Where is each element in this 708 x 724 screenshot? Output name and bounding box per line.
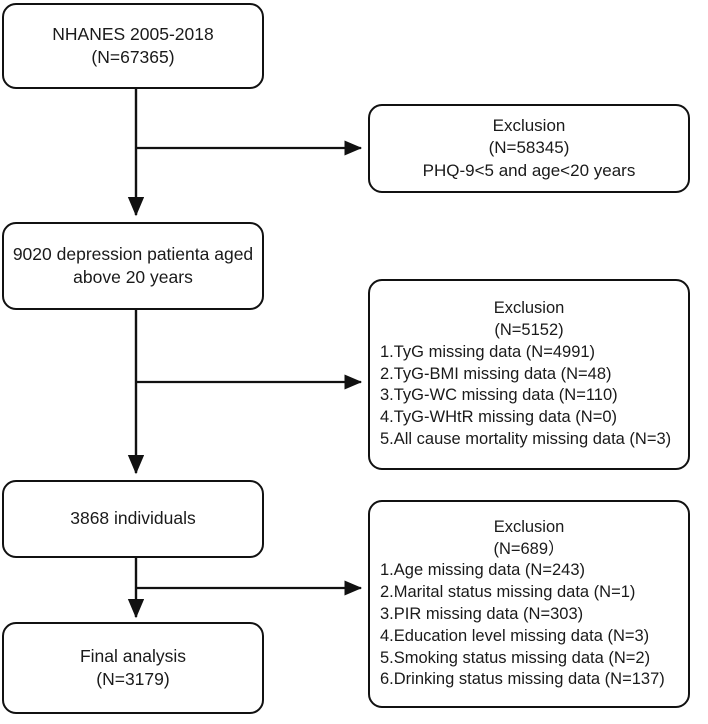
exclusion-2-count: (N=5152) xyxy=(494,321,564,340)
exclusion-3-title: Exclusion xyxy=(493,517,565,536)
exclusion-3-item: 5.Smoking status missing data (N=2) xyxy=(380,648,651,667)
final-analysis-line-2: (N=3179) xyxy=(96,669,170,689)
final-analysis-line-1: Final analysis xyxy=(79,645,187,666)
source-cohort-line-1: NHANES 2005-2018 xyxy=(52,23,214,44)
exclusion-3-count: (N=689） xyxy=(493,539,565,558)
exclusion-1-title: Exclusion xyxy=(492,115,566,135)
individuals-cohort-box[interactable]: 3868 individuals xyxy=(2,480,264,558)
exclusion-3-item: 3.PIR missing data (N=303) xyxy=(380,605,584,623)
exclusion-3-item: 2.Marital status missing data (N=1) xyxy=(380,583,636,602)
exclusion-1-count: (N=58345) xyxy=(488,138,570,158)
exclusion-2-item: 4.TyG-WHtR missing data (N=0) xyxy=(380,408,618,427)
exclusion-2-title: Exclusion xyxy=(493,299,565,318)
depression-cohort-line-1: 9020 depression patienta aged xyxy=(12,243,254,264)
exclusion-step-3-box[interactable]: Exclusion (N=689） 1.Age missing data (N=… xyxy=(368,500,690,708)
exclusion-step-2-box[interactable]: Exclusion (N=5152) 1.TyG missing data (N… xyxy=(368,279,690,470)
exclusion-3-item: 4.Education level missing data (N=3) xyxy=(380,626,650,645)
source-cohort-box[interactable]: NHANES 2005-2018 (N=67365) xyxy=(2,3,264,89)
final-analysis-box[interactable]: Final analysis (N=3179) xyxy=(2,622,264,714)
exclusion-3-item: 6.Drinking status missing data (N=137) xyxy=(380,670,665,689)
exclusion-2-item: 5.All cause mortality missing data (N=3) xyxy=(380,429,672,448)
exclusion-2-item: 2.TyG-BMI missing data (N=48) xyxy=(380,364,612,383)
exclusion-1-criteria: PHQ-9<5 and age<20 years xyxy=(422,160,636,180)
depression-cohort-line-2: above 20 years xyxy=(73,267,193,287)
source-cohort-line-2: (N=67365) xyxy=(91,47,175,67)
exclusion-step-1-box[interactable]: Exclusion (N=58345) PHQ-9<5 and age<20 y… xyxy=(368,104,690,193)
depression-cohort-box[interactable]: 9020 depression patienta aged above 20 y… xyxy=(2,222,264,310)
individuals-cohort-line-1: 3868 individuals xyxy=(70,508,196,529)
exclusion-2-item: 3.TyG-WC missing data (N=110) xyxy=(380,386,618,405)
exclusion-2-item: 1.TyG missing data (N=4991) xyxy=(380,342,596,361)
exclusion-3-item: 1.Age missing data (N=243) xyxy=(380,561,585,580)
